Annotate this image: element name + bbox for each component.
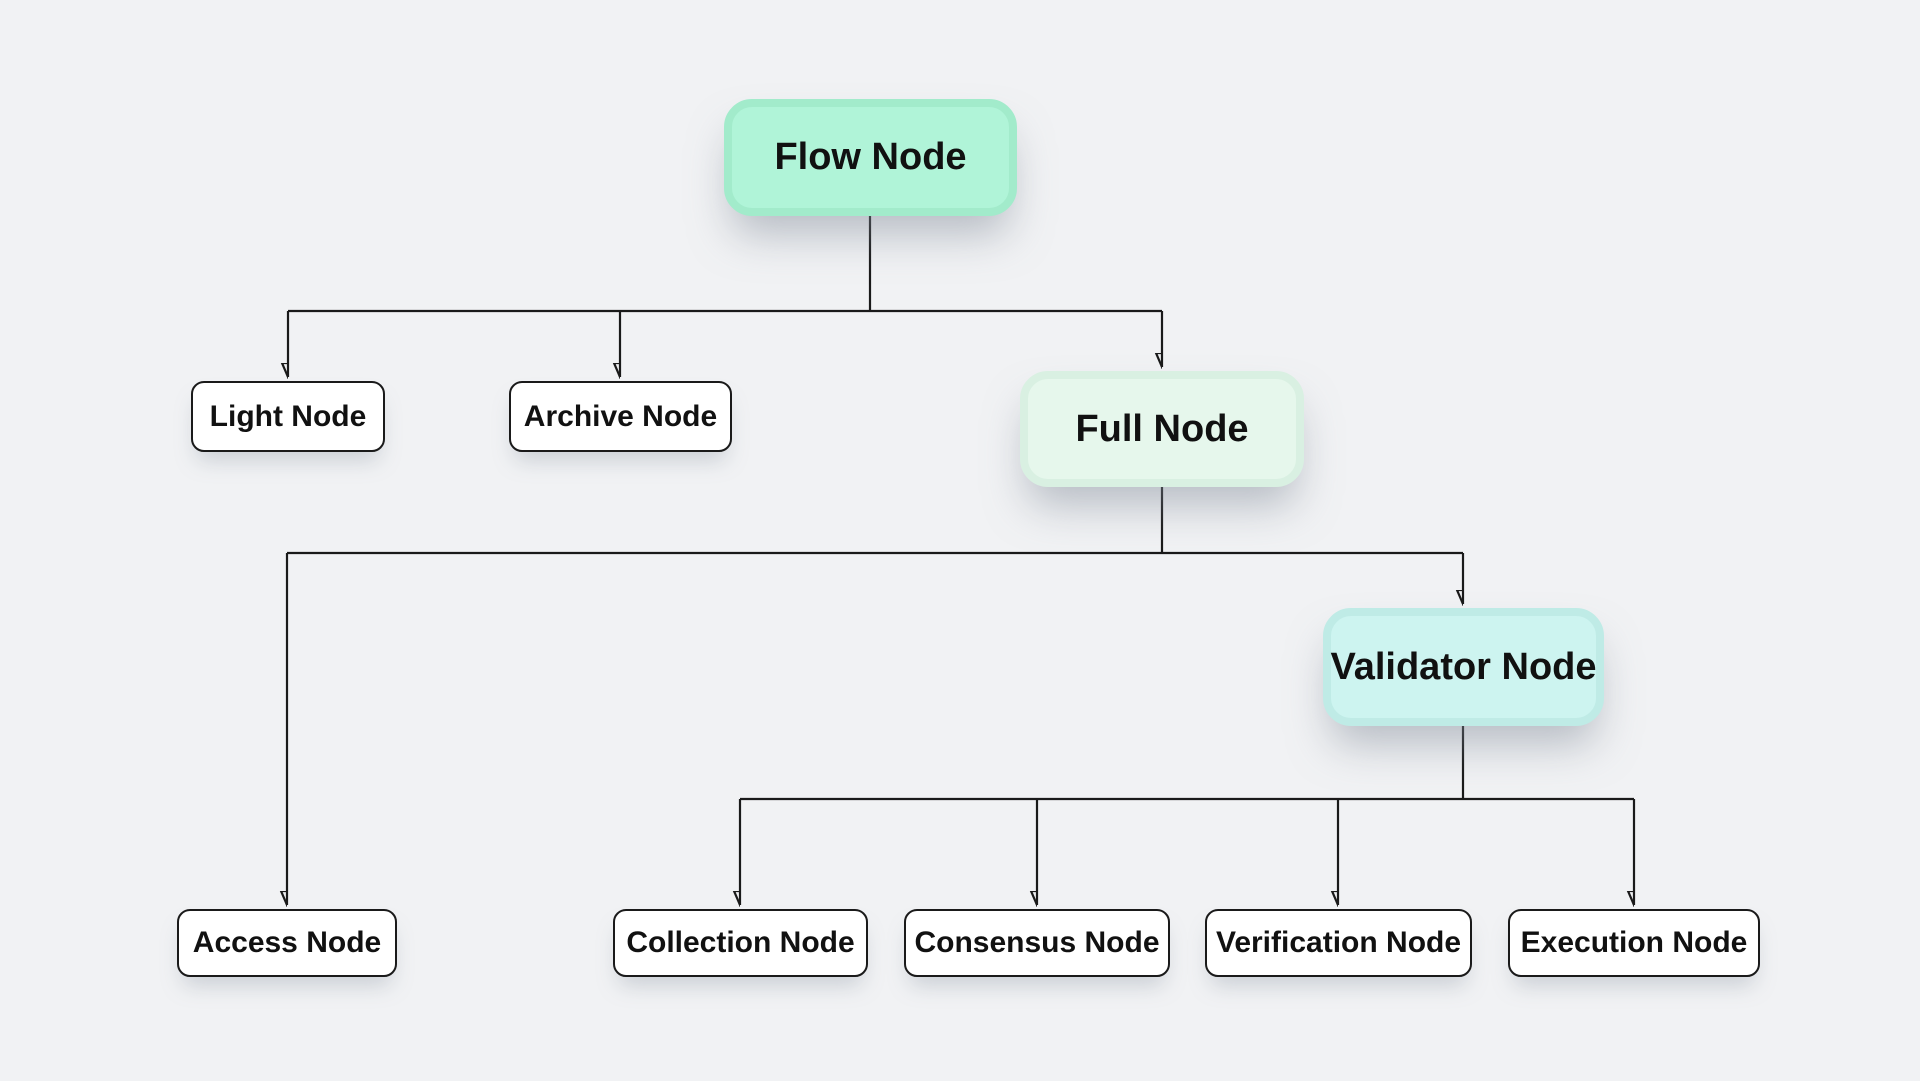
node-full-label: Full Node	[1075, 407, 1249, 450]
node-access-label: Access Node	[192, 926, 382, 959]
node-flow-label: Flow Node	[774, 136, 967, 178]
node-verification-label: Verification Node	[1215, 926, 1462, 959]
node-access[interactable]: Access Node	[177, 909, 397, 977]
node-consensus[interactable]: Consensus Node	[904, 909, 1170, 977]
branch-flow-children	[288, 216, 1164, 377]
node-flow[interactable]: Flow Node	[724, 99, 1017, 216]
branch-full-children	[287, 487, 1465, 905]
node-light-label: Light Node	[209, 399, 367, 433]
node-execution-label: Execution Node	[1520, 926, 1748, 959]
node-consensus-label: Consensus Node	[914, 926, 1160, 959]
branch-validator-children	[740, 726, 1636, 905]
node-validator-label: Validator Node	[1330, 645, 1597, 688]
node-archive[interactable]: Archive Node	[509, 381, 732, 452]
node-archive-label: Archive Node	[523, 399, 718, 433]
node-execution[interactable]: Execution Node	[1508, 909, 1760, 977]
node-full[interactable]: Full Node	[1020, 371, 1304, 487]
node-validator[interactable]: Validator Node	[1323, 608, 1604, 726]
node-collection[interactable]: Collection Node	[613, 909, 868, 977]
node-verification[interactable]: Verification Node	[1205, 909, 1472, 977]
node-collection-label: Collection Node	[626, 926, 855, 959]
node-light[interactable]: Light Node	[191, 381, 385, 452]
